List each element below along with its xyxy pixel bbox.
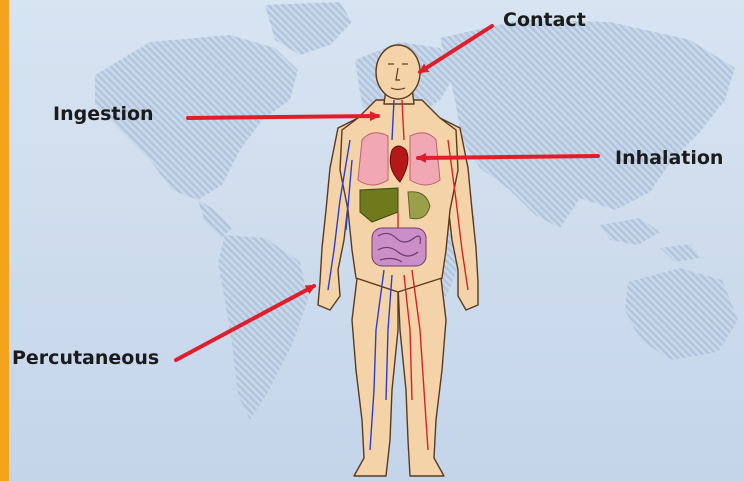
accent-bar (0, 0, 9, 481)
arrow-ingestion (188, 116, 378, 118)
arrow-inhalation (418, 156, 598, 158)
label-contact: Contact (503, 9, 586, 31)
label-ingestion: Ingestion (53, 103, 154, 125)
label-percutaneous: Percutaneous (12, 347, 159, 369)
label-inhalation: Inhalation (615, 147, 723, 169)
